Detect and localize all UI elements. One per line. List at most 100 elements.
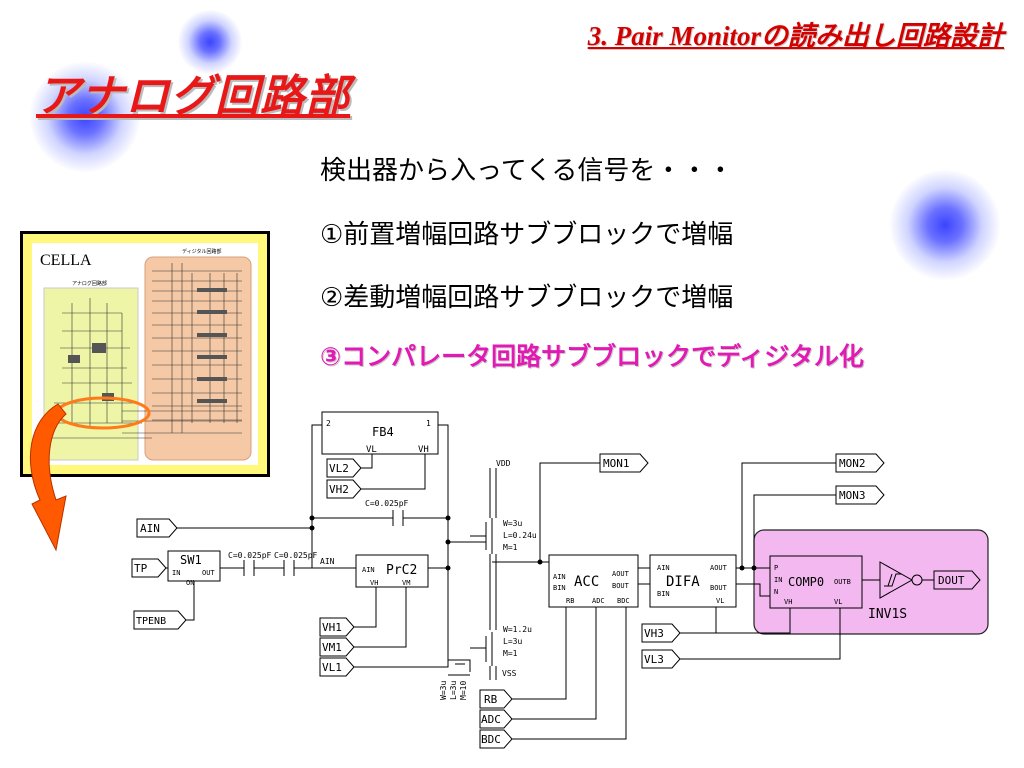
prc2-block	[355, 554, 429, 588]
pmos-m: M=1	[503, 543, 518, 552]
port-vh3	[641, 623, 681, 643]
acc-ain: AIN	[553, 573, 566, 581]
difa-block	[649, 554, 737, 608]
port-mon3	[835, 485, 885, 505]
body-line-3: ②差動増幅回路サブブロックで増幅	[320, 283, 734, 313]
bias-fet-l: L=3u	[449, 681, 458, 700]
port-tpenb	[133, 610, 187, 630]
port-bdc-label: BDC	[481, 733, 501, 746]
port-mon2	[835, 453, 885, 473]
comp0-n: N	[774, 588, 778, 596]
nmos-m: M=1	[503, 649, 518, 658]
comp0-outb: OUTB	[834, 578, 851, 586]
port-mon3-label: MON3	[839, 489, 866, 502]
port-ain-label: AIN	[140, 522, 160, 535]
nmos-w: W=1.2u	[503, 625, 532, 634]
port-dout	[933, 570, 981, 590]
difa-name: DIFA	[666, 574, 700, 590]
port-vm1	[319, 637, 355, 657]
wire-prc2-vm	[354, 587, 407, 648]
port-vh1-label: VH1	[322, 621, 342, 634]
decorative-glow-top	[178, 10, 242, 74]
fb4-pin2: 2	[326, 419, 331, 428]
page-title: アナログ回路部	[36, 71, 351, 122]
port-mon2-label: MON2	[839, 457, 866, 470]
wire-acc-bdc	[512, 607, 627, 740]
comp0-vh: VH	[784, 598, 792, 606]
wire-difa-bout	[736, 583, 770, 597]
sw1-on: ON	[186, 579, 194, 587]
wire-mon3	[753, 494, 836, 568]
comp0-name: COMP0	[788, 575, 824, 589]
port-vl1	[319, 657, 355, 677]
difa-ain: AIN	[657, 564, 670, 572]
comp0-vl: VL	[834, 598, 842, 606]
wire-difa-vl	[680, 607, 717, 634]
wire-fb4-vl	[361, 454, 426, 490]
wire-mon1	[539, 462, 600, 562]
port-vl1-label: VL1	[322, 661, 342, 674]
thumbnail-sheet: ディジタル回路部 アナログ回路部	[32, 243, 258, 465]
cella-label: CELLA	[40, 252, 92, 269]
inv-label: INV1S	[868, 607, 907, 622]
thumbnail-circuit-lines	[52, 263, 242, 439]
port-mon1-label: MON1	[603, 457, 630, 470]
port-vh2	[326, 479, 362, 499]
section-title: 3. Pair Monitorの読み出し回路設計	[587, 21, 1004, 51]
difa-bin: BIN	[657, 590, 670, 598]
prc2-ain: AIN	[362, 566, 375, 574]
fb4-vh: VH	[418, 445, 429, 455]
wire-mid-node	[489, 554, 497, 630]
cap-feedback-label: C=0.025pF	[365, 499, 409, 508]
port-vl2-label: VL2	[329, 462, 349, 475]
decorative-glow-left	[30, 62, 140, 172]
cap-input-b-plates	[283, 560, 295, 576]
port-vl3	[641, 649, 681, 669]
callout-arrow-layer	[29, 396, 151, 552]
vdd-label: VDD	[496, 459, 511, 468]
port-mon1	[599, 453, 649, 473]
pmos-symbol	[470, 518, 493, 554]
port-adc-label: ADC	[481, 713, 501, 726]
inverter-hysteresis	[884, 573, 902, 587]
pmos-w: W=3u	[503, 519, 522, 528]
wire-vss	[489, 666, 497, 680]
port-tp-label: TP	[134, 562, 148, 575]
wire-fb4-left	[311, 424, 322, 518]
prc2-vm: VM	[402, 579, 410, 587]
circuit-schematic: FB4 2 1 VL VH AIN TP TPENB VL2 VH2 SW1 I…	[131, 411, 989, 749]
port-rb-label: RB	[484, 693, 498, 706]
port-vl2	[326, 458, 362, 478]
acc-bin: BIN	[553, 584, 566, 592]
acc-bdc: BDC	[617, 597, 630, 605]
cap-feedback-plates	[392, 510, 404, 526]
sw1-label: SW1	[180, 553, 202, 567]
wire-acc-adc	[512, 607, 597, 720]
port-tp	[131, 558, 167, 578]
comp0-p: P	[774, 564, 778, 572]
fb4-label: FB4	[372, 425, 394, 439]
wire-vdd	[489, 468, 497, 518]
difa-bout: BOUT	[710, 584, 728, 592]
prc2-vh: VH	[370, 579, 378, 587]
cap-input-b-label: C=0.025pF	[274, 551, 318, 560]
sw1-out: OUT	[202, 569, 215, 577]
vss-label: VSS	[502, 669, 517, 678]
analog-block	[43, 287, 139, 461]
bias-fet-w: W=3u	[439, 681, 448, 700]
port-bdc	[479, 729, 513, 749]
port-rb	[479, 689, 513, 709]
analog-block-caption: アナログ回路部	[72, 280, 107, 287]
port-dout-label: DOUT	[938, 574, 965, 587]
nmos-l: L=3u	[503, 637, 522, 646]
port-adc	[479, 709, 513, 729]
fb4-block	[321, 411, 439, 455]
fb4-pin1: 1	[426, 419, 431, 428]
callout-arrow-icon	[29, 403, 67, 552]
wire-comp-vh	[680, 608, 791, 634]
wire-prc2-out	[428, 541, 486, 569]
wire-vl1	[354, 568, 449, 668]
bias-fet-m: M=10	[459, 681, 468, 700]
acc-block	[548, 554, 639, 608]
comp0-in: IN	[774, 576, 782, 584]
